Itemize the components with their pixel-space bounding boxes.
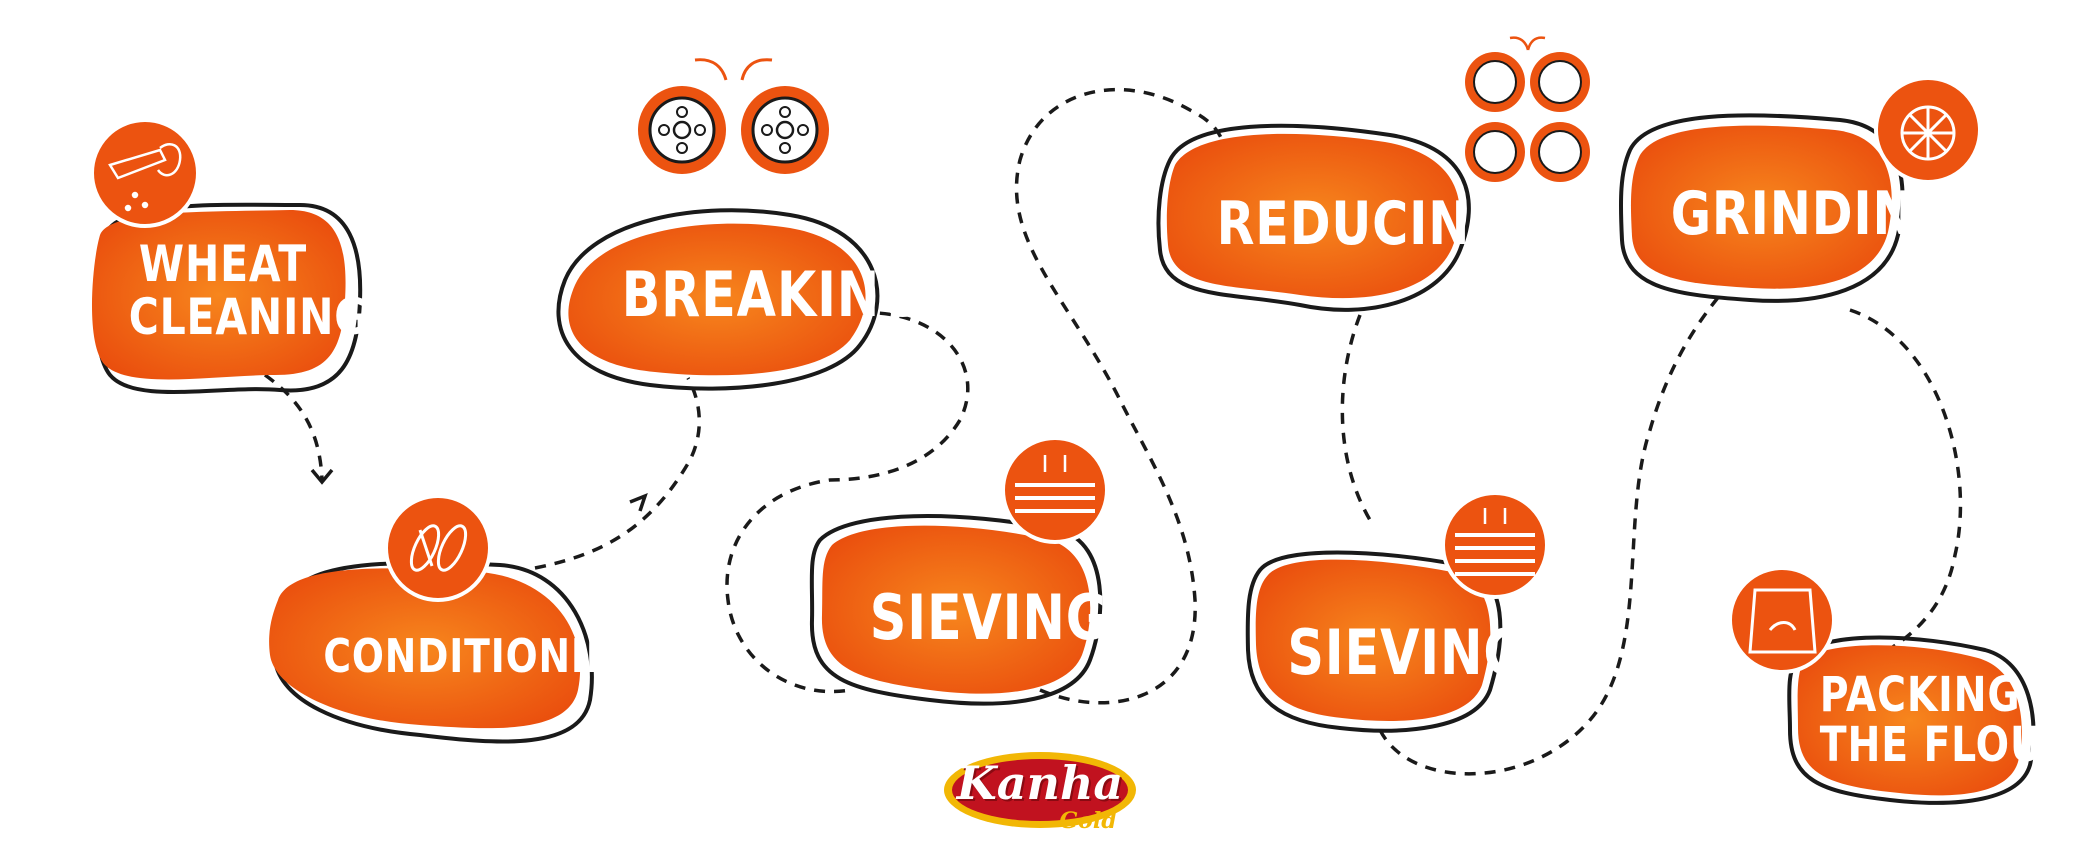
connector-breaking-to-sieving	[725, 310, 970, 694]
logo-brand-sub: Gold	[1059, 808, 1117, 834]
logo-brand-name: Kanha	[956, 756, 1124, 810]
label-line: CLEANING	[128, 287, 369, 346]
arrowhead-1	[310, 468, 334, 485]
step-sieving-2	[1245, 491, 1549, 733]
sieve-icon	[1015, 455, 1095, 513]
step-wheat-cleaning	[90, 118, 363, 394]
step-label-sieving-1: SIEVING	[869, 581, 1109, 654]
step-conditioning	[269, 494, 594, 744]
connector-grinding-to-packing	[1849, 308, 1963, 662]
wheat-grain-icon	[409, 524, 468, 572]
label-line: THE FLOUR	[1819, 717, 2074, 774]
step-label-conditioning: CONDITIONING	[323, 629, 650, 683]
connector-sieving-to-grinding	[1378, 293, 1722, 776]
sieve-icon-2	[1455, 508, 1535, 576]
step-label-breaking: BREAKING	[621, 258, 923, 331]
step-sieving-1	[809, 436, 1109, 706]
label-line: PACKING	[1819, 667, 2021, 723]
step-label-grinding: GRINDING	[1670, 179, 1956, 249]
arrowhead-2	[629, 492, 648, 512]
label-line: SIEVING	[869, 581, 1109, 654]
label-line: BREAKING	[621, 258, 923, 331]
connectors	[263, 88, 1963, 776]
label-line: GRINDING	[1670, 179, 1956, 249]
connector-reducing-to-sieving	[1340, 314, 1372, 521]
step-label-reducing: REDUCING	[1216, 189, 1512, 259]
label-line: SIEVING	[1287, 616, 1526, 689]
arrowheads	[310, 468, 648, 512]
step-label-wheat-cleaning: WHEAT CLEANING	[128, 235, 369, 346]
label-line: WHEAT	[138, 235, 308, 293]
logo-shape	[944, 752, 1136, 828]
flour-bag-icon	[1748, 588, 1817, 654]
step-reducing	[1156, 123, 1471, 312]
step-label-packing: PACKING THE FLOUR	[1819, 667, 2074, 774]
connector-conditioning-to-breaking	[534, 377, 701, 570]
connector-sieving-to-reducing	[1014, 88, 1224, 705]
step-breaking	[556, 208, 880, 391]
grinding-wheel-icon	[1900, 105, 1956, 161]
wheat-cleaning-icon	[108, 143, 182, 212]
step-label-sieving-2: SIEVING	[1287, 616, 1526, 689]
break-rollers-icon	[638, 58, 829, 174]
kanha-gold-logo: Kanha Gold	[940, 742, 1140, 842]
label-line: CONDITIONING	[323, 629, 650, 683]
reduction-rollers-icon	[1465, 36, 1590, 182]
connector-cleaning-to-conditioning	[263, 373, 324, 481]
label-line: REDUCING	[1216, 189, 1512, 259]
